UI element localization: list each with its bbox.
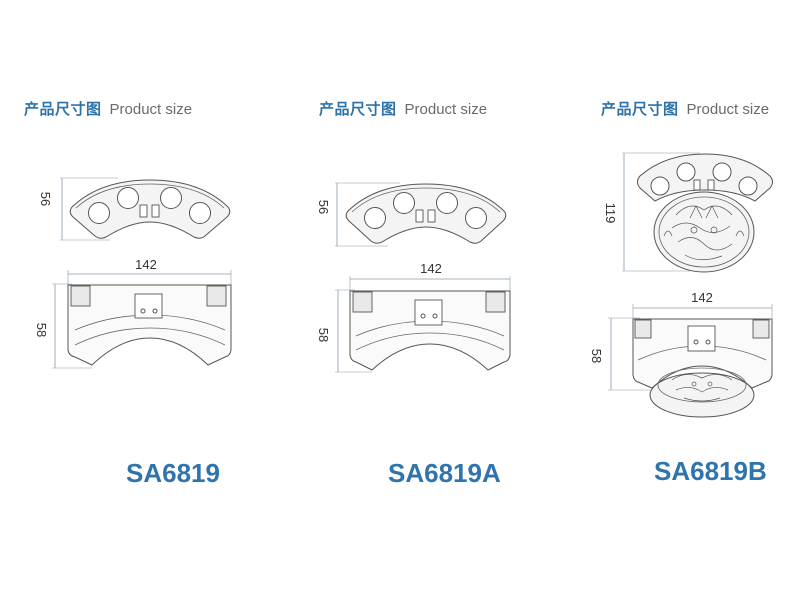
decorative-disc-front bbox=[649, 372, 755, 418]
lamp-hole bbox=[160, 187, 182, 209]
junction-box bbox=[687, 325, 716, 352]
lamp-hole bbox=[88, 202, 110, 224]
housing-body bbox=[349, 290, 511, 371]
heading-en: Product size bbox=[686, 101, 770, 118]
housing-body bbox=[67, 284, 232, 366]
panel-2-front-view: 142 58 bbox=[316, 261, 511, 373]
model-name-3: SA6819B bbox=[654, 456, 767, 486]
arc-plate bbox=[69, 179, 231, 239]
model-name-2: SA6819A bbox=[388, 458, 501, 488]
lamp-hole bbox=[189, 202, 211, 224]
dim-width-front-2: 142 bbox=[420, 261, 442, 276]
lamp-hole bbox=[393, 192, 415, 214]
panel-1-top-view: 56 bbox=[38, 177, 231, 241]
housing-body bbox=[632, 318, 773, 389]
dim-width-front-1: 142 bbox=[135, 257, 157, 272]
dim-height-front-1: 58 bbox=[34, 323, 49, 337]
arc-plate bbox=[345, 183, 507, 244]
dim-height-top-2: 56 bbox=[316, 200, 331, 214]
lamp-hole bbox=[364, 207, 386, 229]
dim-height-top-1: 56 bbox=[38, 192, 53, 206]
panel-2-heading: 产品尺寸图 Product size bbox=[319, 101, 487, 119]
heading-en: Product size bbox=[109, 101, 193, 118]
lamp-hole bbox=[738, 176, 758, 196]
lamp-hole bbox=[676, 162, 696, 182]
dragon-relief-icon bbox=[663, 205, 745, 261]
junction-box bbox=[414, 299, 443, 326]
lamp-hole bbox=[465, 207, 487, 229]
dragon-relief-front-icon bbox=[671, 374, 733, 402]
heading-en: Product size bbox=[404, 101, 488, 118]
lamp-hole bbox=[436, 192, 458, 214]
junction-box bbox=[134, 293, 163, 319]
dim-width-front-3: 142 bbox=[691, 290, 713, 305]
heading-cn: 产品尺寸图 bbox=[601, 101, 679, 118]
panel-3-top-view: 119 bbox=[603, 152, 773, 273]
dim-height-front-3: 58 bbox=[589, 349, 604, 363]
arc-plate bbox=[637, 153, 773, 202]
lamp-hole bbox=[117, 187, 139, 209]
lamp-hole bbox=[650, 176, 670, 196]
panel-3-heading: 产品尺寸图 Product size bbox=[601, 101, 769, 119]
panel-3-front-view: 142 58 bbox=[589, 290, 773, 418]
lamp-hole bbox=[712, 162, 732, 182]
dim-height-top-3: 119 bbox=[603, 203, 618, 224]
panel-2-top-view: 56 bbox=[316, 182, 507, 247]
panel-1-front-view: 142 58 bbox=[34, 257, 232, 369]
panel-1-heading: 产品尺寸图 Product size bbox=[24, 101, 192, 119]
dim-height-front-2: 58 bbox=[316, 328, 331, 342]
heading-cn: 产品尺寸图 bbox=[319, 101, 397, 118]
model-name-1: SA6819 bbox=[126, 458, 220, 488]
heading-cn: 产品尺寸图 bbox=[24, 101, 102, 118]
